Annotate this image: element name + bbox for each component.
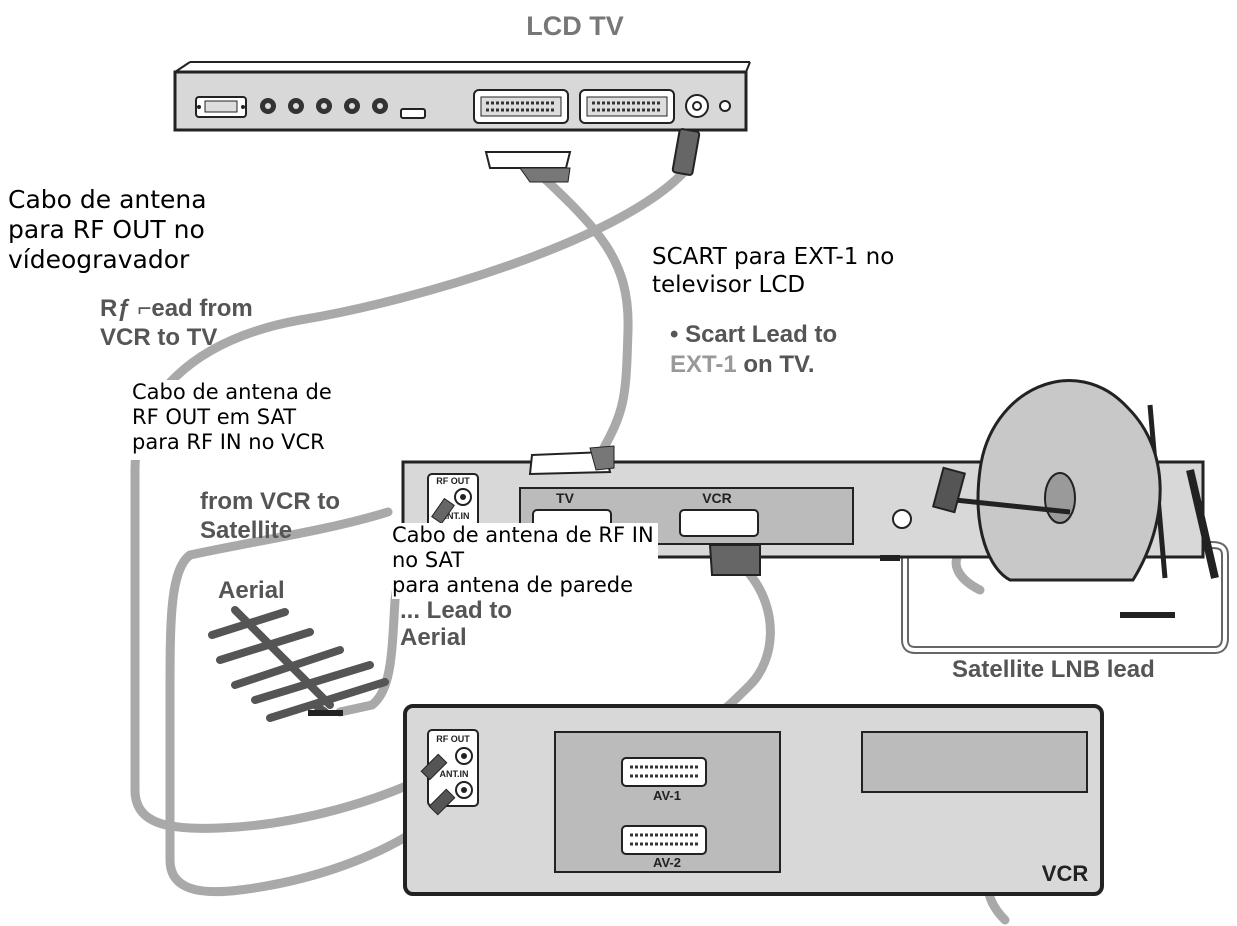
rca-jacks <box>260 98 388 114</box>
scart-cable-tv-to-sat <box>525 160 633 460</box>
lnb-cable <box>901 520 1229 654</box>
sat-lnb-socket <box>892 509 912 529</box>
aerial-partial-en-label: ... Lead to <box>400 597 513 624</box>
vcr-av1-label: AV-1 <box>653 788 681 803</box>
sat-scart-tv-label: TV <box>556 490 575 506</box>
vcr-rf-out-label: RF OUT <box>436 734 470 744</box>
aerial-mount <box>308 710 343 716</box>
rf-lead-en-label: Rƒ ⌐ead from VCR to TV <box>100 295 253 351</box>
tv-scart-ext1 <box>473 89 569 124</box>
lcd-tv-panel <box>173 61 751 132</box>
sat-rf-out-label: RF OUT <box>436 476 470 486</box>
sat-ant-in-label: ANT.IN <box>441 511 470 521</box>
vcr-name-label: VCR <box>1042 861 1089 886</box>
rf-in-pt-label: Cabo de antena de RF IN no SAT para ante… <box>392 523 658 599</box>
rf-sat-en-label: from VCR to Satellite <box>200 488 340 544</box>
vcr-av2-label: AV-2 <box>653 855 681 870</box>
rf-sat-pt-label: Cabo de antena de RF OUT em SAT para RF … <box>128 380 336 460</box>
scart-plug-sat-tv <box>528 450 612 476</box>
satellite-dish <box>931 379 1219 618</box>
scart-pt-label: SCART para EXT-1 no televisor LCD <box>652 244 901 300</box>
vga-port <box>195 96 247 118</box>
scart-lead-ext: EXT-1 <box>670 351 737 378</box>
scart-plug-tv-top <box>484 151 572 169</box>
vcr-ant-in-label: ANT.IN <box>440 769 469 779</box>
scart-lead-en-line1: • Scart Lead to <box>670 321 838 348</box>
vcr-device: RF OUT ANT.IN AV-1 AV-2 VCR <box>403 704 1104 896</box>
scart-lead-en-label: • Scart Lead to EXT-1 on TV. <box>670 320 837 380</box>
aerial-en-label: Aerial <box>400 624 467 651</box>
vcr-display-slot <box>861 731 1088 793</box>
tv-scart-ext2 <box>579 89 675 124</box>
lnb-lead-label: Satellite LNB lead <box>952 656 1155 683</box>
scart-plugs <box>484 151 761 743</box>
rf-tv-pt-label: Cabo de antena para RF OUT no vídeograva… <box>8 185 211 275</box>
sat-rf-plug <box>431 497 455 525</box>
scart-plug-sat-vcr <box>708 544 761 576</box>
tv-title: LCD TV <box>526 11 624 41</box>
rf-cable-sat-to-vcr <box>165 507 450 897</box>
sat-scart-vcr-label: VCR <box>702 490 732 506</box>
tv-aerial-socket <box>685 94 731 118</box>
tv-rf-plug <box>671 128 701 176</box>
scart-lead-en-line2: on TV. <box>743 351 815 378</box>
aerial-left-label: Aerial <box>218 577 285 604</box>
hdmi-port <box>400 108 426 119</box>
wall-aerial <box>208 606 389 722</box>
